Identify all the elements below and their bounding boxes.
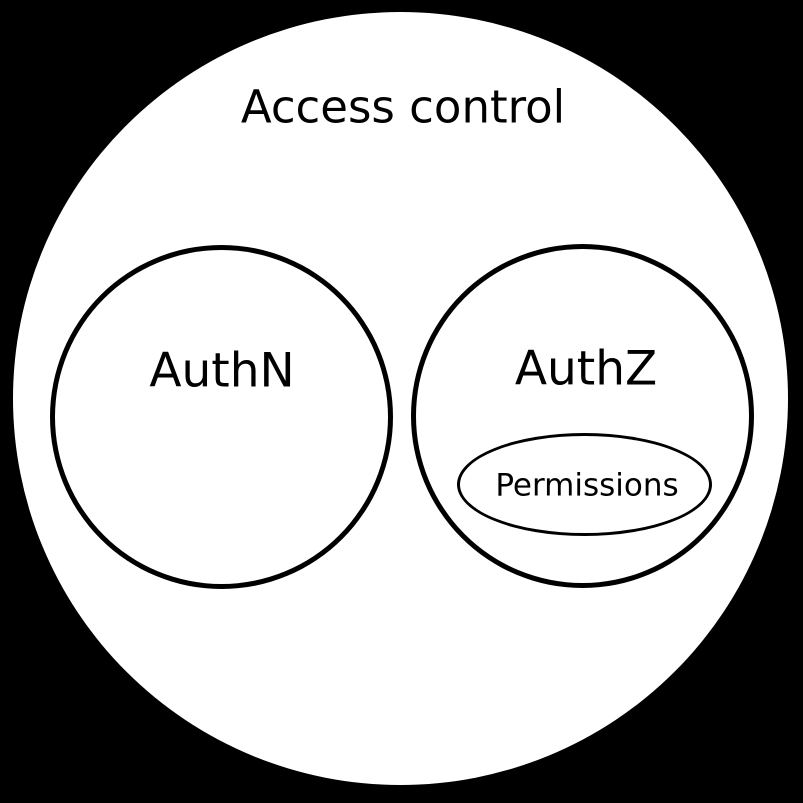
permissions-label: Permissions: [495, 467, 679, 504]
authz-circle: [411, 244, 754, 588]
authn-circle: [50, 245, 393, 589]
permissions-ellipse: [457, 433, 712, 536]
authz-label: AuthZ: [514, 341, 658, 397]
authn-label: AuthN: [149, 343, 295, 399]
access-control-label: Access control: [240, 80, 566, 134]
